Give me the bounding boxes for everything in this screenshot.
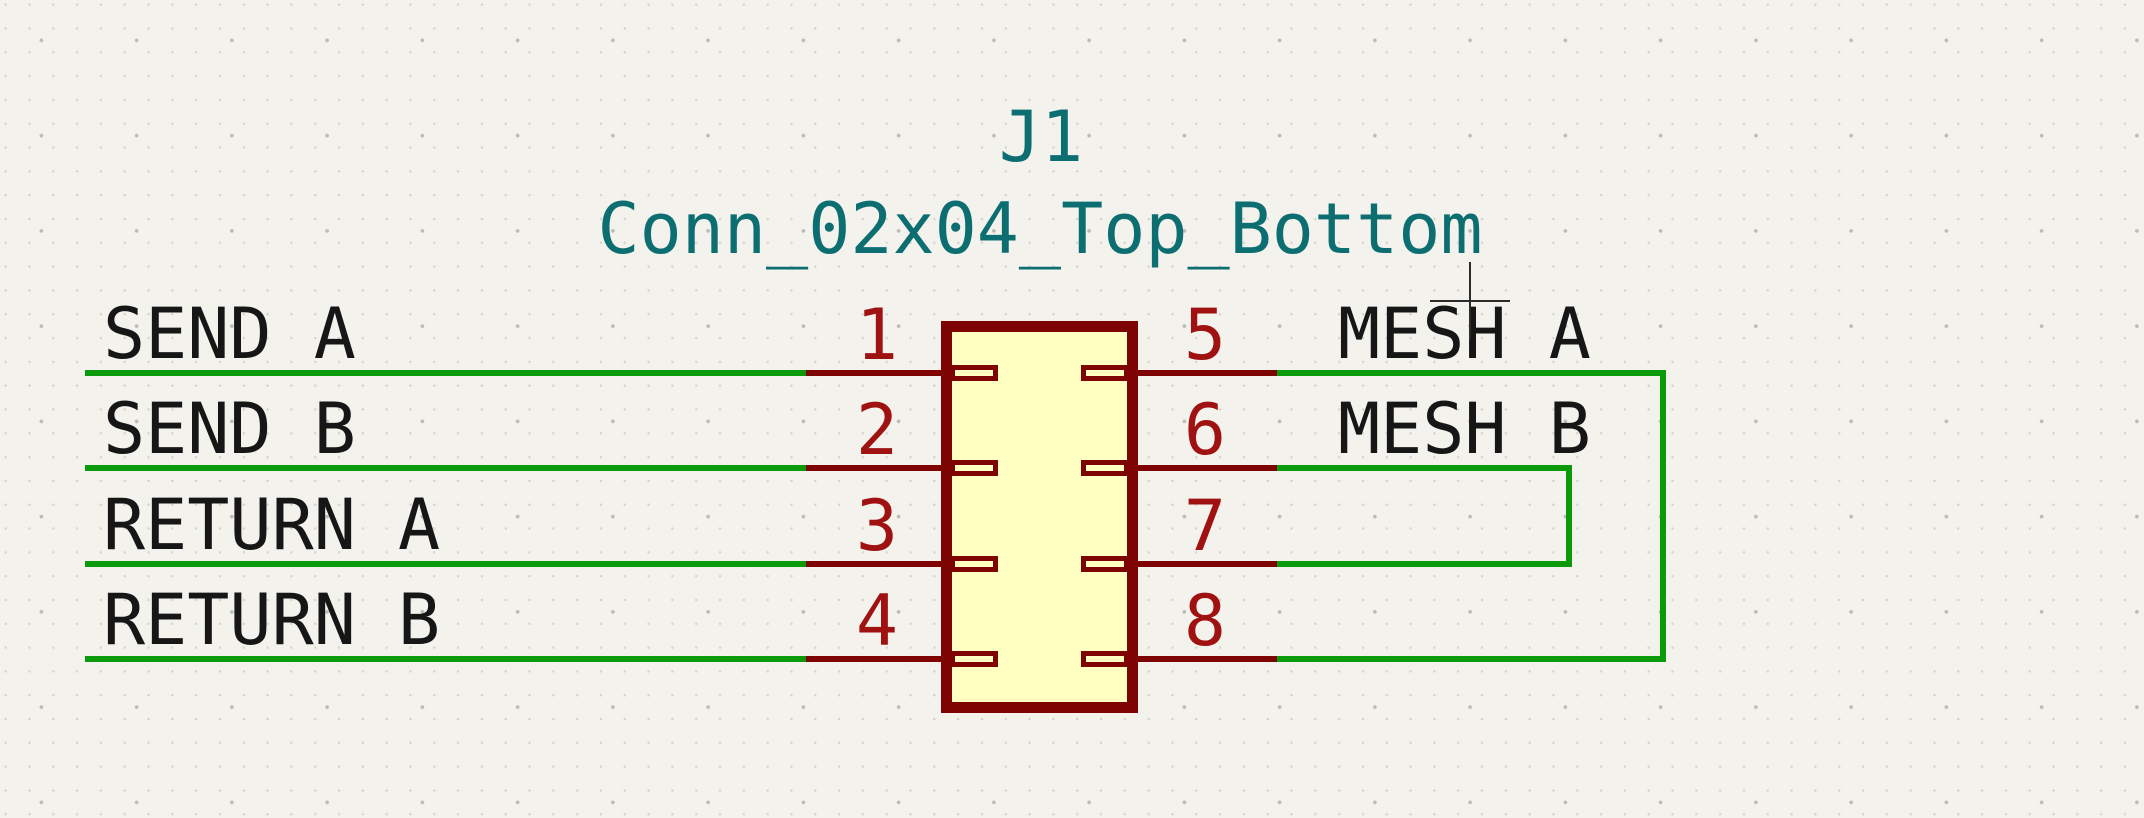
wire-send-a[interactable] [85, 370, 808, 376]
pin-4-notch [950, 651, 998, 667]
pin-1-line[interactable] [806, 370, 946, 376]
pin-8-notch [1081, 651, 1129, 667]
component-reference[interactable]: J1 [998, 96, 1084, 178]
wire-mesh-a-vertical[interactable] [1660, 370, 1666, 662]
pin-7-number: 7 [1183, 485, 1227, 567]
pin-5-notch [1081, 365, 1129, 381]
pin-6-line[interactable] [1133, 465, 1277, 471]
net-label-return-a[interactable]: RETURN_A [103, 484, 441, 566]
wire-mesh-b-vertical[interactable] [1566, 465, 1572, 567]
component-value[interactable]: Conn_02x04_Top_Bottom [597, 188, 1483, 270]
pin-1-notch [950, 365, 998, 381]
connector-body[interactable] [941, 321, 1138, 713]
pin-4-line[interactable] [806, 656, 946, 662]
wire-return-a[interactable] [85, 561, 808, 567]
pin-2-line[interactable] [806, 465, 946, 471]
net-label-mesh-b[interactable]: MESH_B [1338, 388, 1591, 470]
pin-1-number: 1 [855, 294, 899, 376]
crosshair-horizontal [1430, 300, 1510, 302]
net-label-mesh-a[interactable]: MESH_A [1338, 293, 1591, 375]
pin-5-line[interactable] [1133, 370, 1277, 376]
pin-4-number: 4 [855, 580, 899, 662]
pin-2-notch [950, 460, 998, 476]
pin-6-number: 6 [1183, 389, 1227, 471]
pin-8-number: 8 [1183, 580, 1227, 662]
pin-3-notch [950, 556, 998, 572]
wire-mesh-b-bottom[interactable] [1275, 561, 1572, 567]
pin-6-notch [1081, 460, 1129, 476]
net-label-send-b[interactable]: SEND_B [103, 388, 356, 470]
wire-return-b[interactable] [85, 656, 808, 662]
pin-5-number: 5 [1183, 294, 1227, 376]
pin-3-number: 3 [855, 485, 899, 567]
pin-2-number: 2 [855, 389, 899, 471]
net-label-send-a[interactable]: SEND_A [103, 293, 356, 375]
wire-mesh-a-top[interactable] [1275, 370, 1666, 376]
wire-mesh-a-bottom[interactable] [1275, 656, 1666, 662]
pin-7-line[interactable] [1133, 561, 1277, 567]
pin-7-notch [1081, 556, 1129, 572]
pin-8-line[interactable] [1133, 656, 1277, 662]
pin-3-line[interactable] [806, 561, 946, 567]
wire-mesh-b-top[interactable] [1275, 465, 1572, 471]
net-label-return-b[interactable]: RETURN_B [103, 579, 441, 661]
wire-send-b[interactable] [85, 465, 808, 471]
